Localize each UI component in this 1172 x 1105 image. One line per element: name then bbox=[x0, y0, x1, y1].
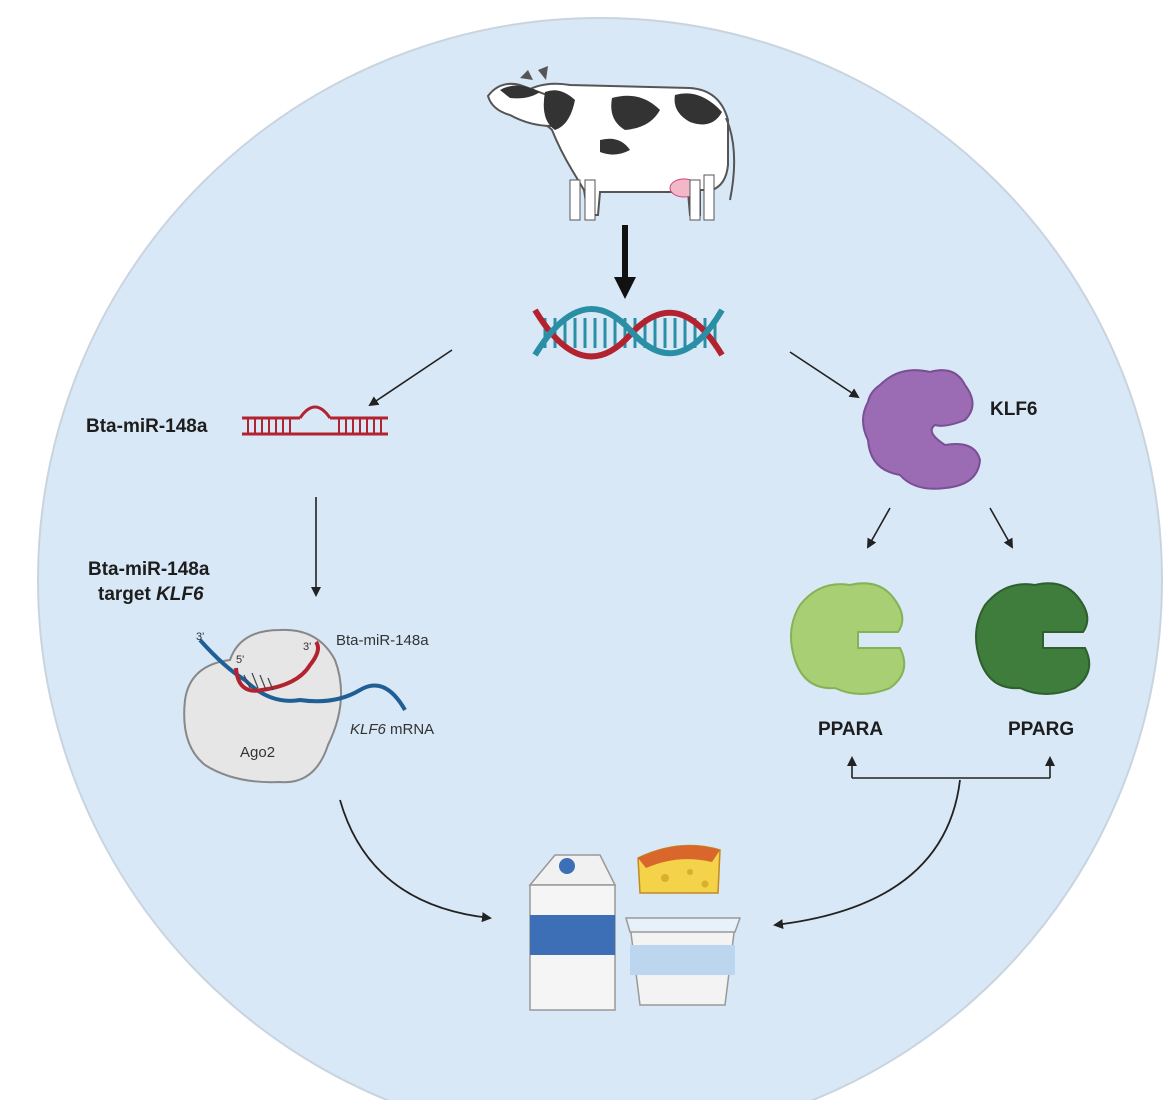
duplex-mirna-label: Bta-miR-148a bbox=[336, 632, 429, 649]
mir-target-gene: KLF6 bbox=[156, 584, 204, 605]
dairy-products-icon bbox=[528, 844, 742, 1011]
arrow-ppar-to-dairy bbox=[773, 779, 961, 930]
duplex-mrna-label: KLF6 mRNA bbox=[350, 721, 434, 738]
pparg-label: PPARG bbox=[1008, 719, 1074, 740]
mir-target-prefix: target bbox=[98, 584, 156, 605]
prime-3-mrna: 3' bbox=[196, 631, 204, 643]
cow-icon bbox=[486, 66, 736, 221]
arrow-klf6-to-ppara bbox=[867, 507, 891, 549]
mir-target-label-line2: target KLF6 bbox=[98, 584, 204, 605]
arrow-mirna-to-dairy bbox=[339, 799, 492, 923]
ago2-complex: Ago2 3' 5' 3' Bta-miR-148a KLF6 mRNA bbox=[183, 628, 434, 784]
klf6-label: KLF6 bbox=[990, 399, 1038, 420]
prime-5-mirna: 5' bbox=[236, 654, 244, 666]
duplex-mrna-gene: KLF6 bbox=[350, 721, 387, 738]
duplex-mrna-suffix: mRNA bbox=[386, 721, 434, 738]
microrna-hairpin-icon bbox=[242, 405, 388, 436]
klf6-protein-icon bbox=[862, 369, 982, 490]
dna-double-helix-icon bbox=[532, 306, 725, 360]
arrow-dna-to-mirna bbox=[368, 349, 453, 407]
ago2-label: Ago2 bbox=[240, 744, 275, 761]
ppara-label: PPARA bbox=[818, 719, 883, 740]
arrow-dna-to-klf6 bbox=[789, 351, 860, 399]
arrow-klf6-to-pparg bbox=[989, 507, 1013, 549]
pparg-protein-icon bbox=[975, 582, 1091, 695]
ppara-protein-icon bbox=[790, 582, 906, 695]
prime-3-mirna: 3' bbox=[303, 641, 311, 653]
mir-label: Bta-miR-148a bbox=[86, 416, 208, 437]
background-circle bbox=[37, 17, 1163, 1105]
mir-target-label-line1: Bta-miR-148a bbox=[88, 559, 210, 580]
